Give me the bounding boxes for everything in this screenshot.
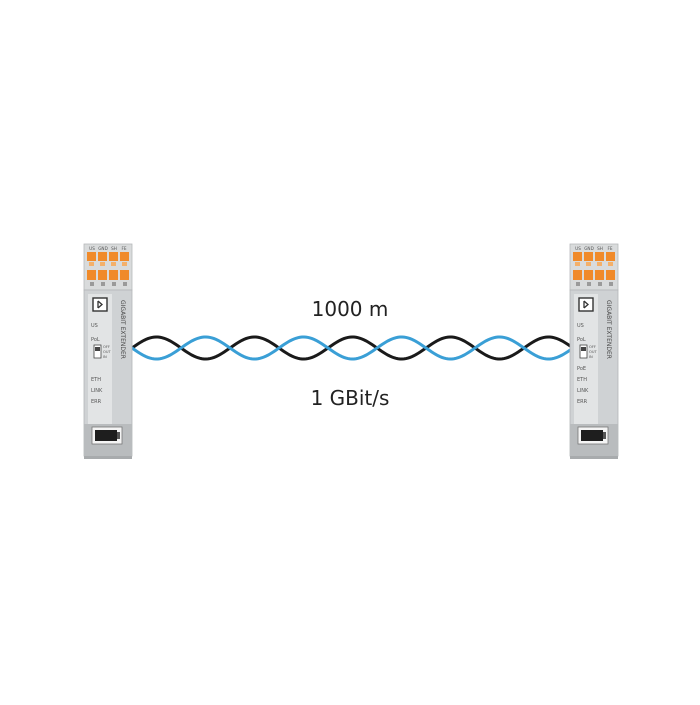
rj45-port[interactable] — [91, 426, 123, 445]
terminal-label: FE — [121, 246, 126, 251]
rj45-port[interactable] — [577, 426, 609, 445]
product-name: GIGABIT EXTENDER — [119, 300, 126, 359]
switch-label-off: OFF — [103, 345, 110, 349]
twisted-pair-cable — [130, 335, 572, 361]
din-rail-foot — [570, 456, 618, 459]
speed-label: 1 GBit/s — [311, 386, 390, 410]
led-us-label: US — [91, 323, 98, 329]
distance-label: 1000 m — [312, 297, 389, 321]
led-pol-label: PoL — [577, 337, 586, 343]
terminal-row-bottom — [87, 270, 129, 286]
led-link-label: LINK — [577, 388, 589, 394]
left-device: US GND SH FE — [83, 243, 133, 459]
terminal-label: SH — [597, 246, 603, 251]
switch-label-out: OUT — [589, 350, 597, 354]
front-panel — [574, 294, 598, 424]
terminal-label: SH — [111, 246, 117, 251]
terminal-label: FE — [607, 246, 612, 251]
terminal-label: US — [89, 246, 95, 251]
front-panel — [88, 294, 112, 424]
terminal-label: US — [575, 246, 581, 251]
product-name: GIGABIT EXTENDER — [605, 300, 612, 359]
logo-icon — [578, 297, 594, 312]
terminal-row-top — [87, 252, 129, 266]
mode-switch[interactable] — [579, 344, 588, 359]
terminal-label: GND — [98, 246, 108, 251]
led-eth-label: ETH — [91, 377, 101, 383]
led-link-label: LINK — [91, 388, 103, 394]
right-device: US GND SH FE — [569, 243, 619, 459]
switch-label-out: OUT — [103, 350, 111, 354]
switch-label-off: OFF — [589, 345, 596, 349]
led-pol-label: PoL — [91, 337, 100, 343]
terminal-label: GND — [584, 246, 594, 251]
wire-black — [130, 335, 572, 361]
terminal-row-bottom — [573, 270, 615, 286]
din-rail-foot — [84, 456, 132, 459]
led-eth-label: ETH — [577, 377, 587, 383]
led-us-label: US — [577, 323, 584, 329]
switch-label-in: IN — [589, 355, 593, 359]
led-err-label: ERR — [91, 399, 102, 405]
logo-icon — [92, 297, 108, 312]
led-poe-label: PoE — [577, 366, 586, 372]
wire-blue — [130, 335, 572, 361]
led-err-label: ERR — [577, 399, 588, 405]
mode-switch[interactable] — [93, 344, 102, 359]
switch-label-in: IN — [103, 355, 107, 359]
terminal-row-top — [573, 252, 615, 266]
